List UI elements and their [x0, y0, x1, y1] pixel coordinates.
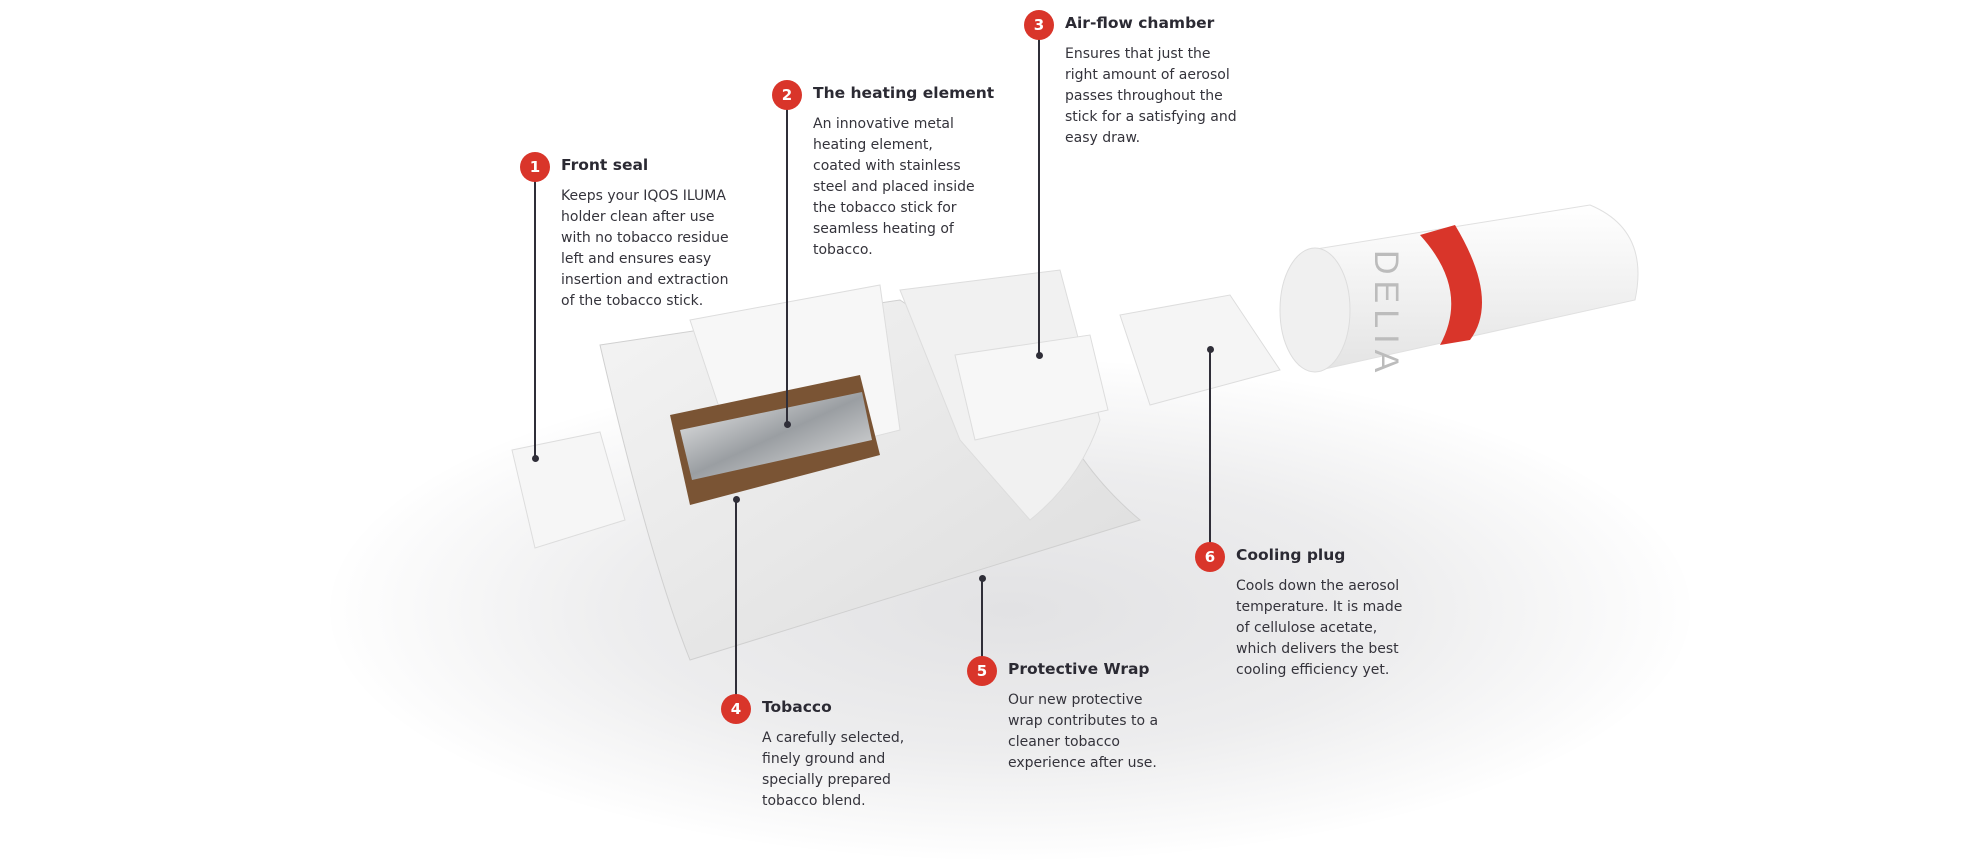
number-badge: 3 [1024, 10, 1054, 40]
callout-description: Keeps your IQOS ILUMA holder clean after… [561, 188, 729, 309]
product-logo: DELIA [1367, 250, 1405, 378]
connector-line-1 [534, 167, 536, 458]
callout-title: The heating element [813, 84, 995, 102]
connector-dot-5 [979, 575, 986, 582]
callout-title: Protective Wrap [1008, 660, 1150, 678]
connector-dot-1 [532, 455, 539, 462]
mouthpiece-tube: DELIA [1279, 204, 1639, 378]
number-badge: 1 [520, 152, 550, 182]
cooling-plug [1119, 294, 1281, 406]
callout-description: Our new protective wrap contributes to a… [1008, 692, 1159, 771]
connector-line-5 [981, 578, 983, 671]
connector-line-4 [735, 499, 737, 709]
connector-line-3 [1038, 25, 1040, 355]
number-badge: 4 [721, 694, 751, 724]
callout-title: Tobacco [762, 698, 832, 716]
air-flow-chamber [954, 334, 1109, 441]
number-badge: 2 [772, 80, 802, 110]
front-seal [511, 431, 626, 549]
callout-description: An innovative metal heating element, coa… [813, 116, 975, 258]
connector-dot-2 [784, 421, 791, 428]
connector-line-6 [1209, 349, 1211, 557]
callout-title: Cooling plug [1236, 546, 1346, 564]
number-badge: 5 [967, 656, 997, 686]
connector-line-2 [786, 95, 788, 424]
connector-dot-6 [1207, 346, 1214, 353]
callout-description: Cools down the aerosol temperature. It i… [1236, 578, 1403, 678]
callout-title: Air-flow chamber [1065, 14, 1215, 32]
number-badge: 6 [1195, 542, 1225, 572]
heating-element [680, 392, 872, 480]
connector-dot-4 [733, 496, 740, 503]
connector-dot-3 [1036, 352, 1043, 359]
callout-description: Ensures that just the right amount of ae… [1065, 46, 1237, 146]
callout-title: Front seal [561, 156, 649, 174]
callout-description: A carefully selected, finely ground and … [762, 730, 905, 809]
